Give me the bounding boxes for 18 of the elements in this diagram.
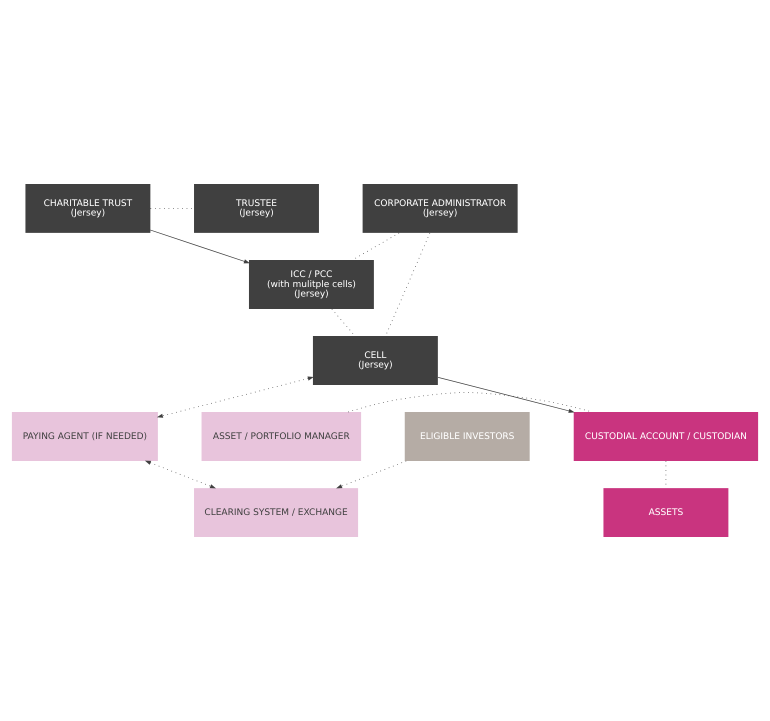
arrow (438, 376, 575, 413)
node-box: TRUSTEE (Jersey) (194, 184, 319, 233)
node-box: ICC / PCC (with mulitple cells) (Jersey) (248, 260, 374, 309)
node-box: CHARITABLE TRUST (Jersey) (25, 184, 150, 233)
node-box: CLEARING SYSTEM / EXCHANGE (194, 488, 358, 537)
node-box: ASSET / PORTFOLIO MANAGER (202, 412, 362, 461)
node-box: PAYING AGENT (IF NEEDED) (12, 412, 158, 461)
node-box: ELIGIBLE INVESTORS (404, 412, 530, 461)
arrow (336, 460, 407, 488)
node-box: CUSTODIAL ACCOUNT / CUSTODIAN (574, 412, 758, 461)
arrow (144, 460, 216, 488)
connector (385, 232, 430, 336)
arrow (156, 376, 314, 418)
node-box: CELL (Jersey) (312, 336, 438, 385)
node-box: CORPORATE ADMINISTRATOR (Jersey) (362, 184, 518, 233)
node-box: ASSETS (603, 488, 728, 537)
connector (331, 308, 356, 336)
arrow (150, 230, 250, 264)
